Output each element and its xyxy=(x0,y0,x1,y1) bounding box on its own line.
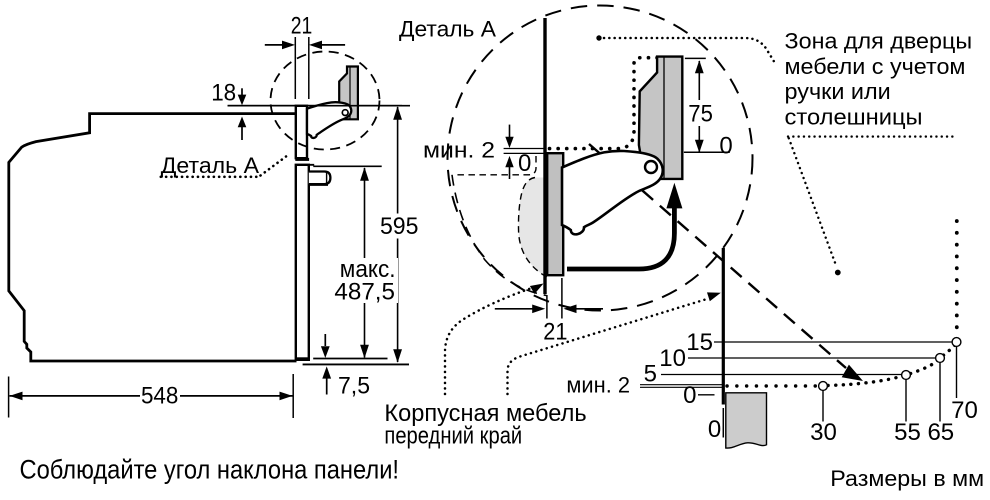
svg-text:0: 0 xyxy=(518,150,531,177)
svg-text:0: 0 xyxy=(683,382,696,409)
svg-text:мебели с учетом: мебели с учетом xyxy=(785,54,966,79)
svg-text:0: 0 xyxy=(708,416,721,443)
svg-text:487,5: 487,5 xyxy=(334,279,395,306)
svg-text:Корпусная мебель: Корпусная мебель xyxy=(384,400,586,427)
svg-text:10: 10 xyxy=(659,345,686,372)
svg-text:15: 15 xyxy=(686,329,713,356)
svg-text:548: 548 xyxy=(141,382,179,409)
svg-text:75: 75 xyxy=(688,100,713,127)
svg-text:7,5: 7,5 xyxy=(338,373,370,400)
svg-text:Деталь A: Деталь A xyxy=(399,17,496,42)
svg-text:Соблюдайте угол наклона панели: Соблюдайте угол наклона панели! xyxy=(20,455,400,485)
svg-text:21: 21 xyxy=(543,318,567,345)
svg-text:мин. 2: мин. 2 xyxy=(566,373,630,398)
svg-text:столешницы: столешницы xyxy=(785,105,923,130)
svg-text:0: 0 xyxy=(719,133,732,160)
svg-text:Деталь А: Деталь А xyxy=(161,153,259,178)
svg-text:21: 21 xyxy=(291,12,313,39)
svg-text:595: 595 xyxy=(380,213,419,240)
svg-text:65: 65 xyxy=(927,419,954,446)
svg-text:ручки или: ручки или xyxy=(785,79,891,104)
svg-text:70: 70 xyxy=(951,397,978,424)
svg-text:макс.: макс. xyxy=(340,256,396,283)
svg-text:Размеры в мм: Размеры в мм xyxy=(830,466,984,491)
svg-text:30: 30 xyxy=(810,419,837,446)
svg-text:55: 55 xyxy=(894,419,921,446)
svg-text:мин. 2: мин. 2 xyxy=(423,138,495,163)
svg-text:передний край: передний край xyxy=(384,423,522,450)
svg-text:Зона для дверцы: Зона для дверцы xyxy=(785,29,973,54)
svg-text:5: 5 xyxy=(644,361,657,388)
svg-text:18: 18 xyxy=(211,80,236,107)
